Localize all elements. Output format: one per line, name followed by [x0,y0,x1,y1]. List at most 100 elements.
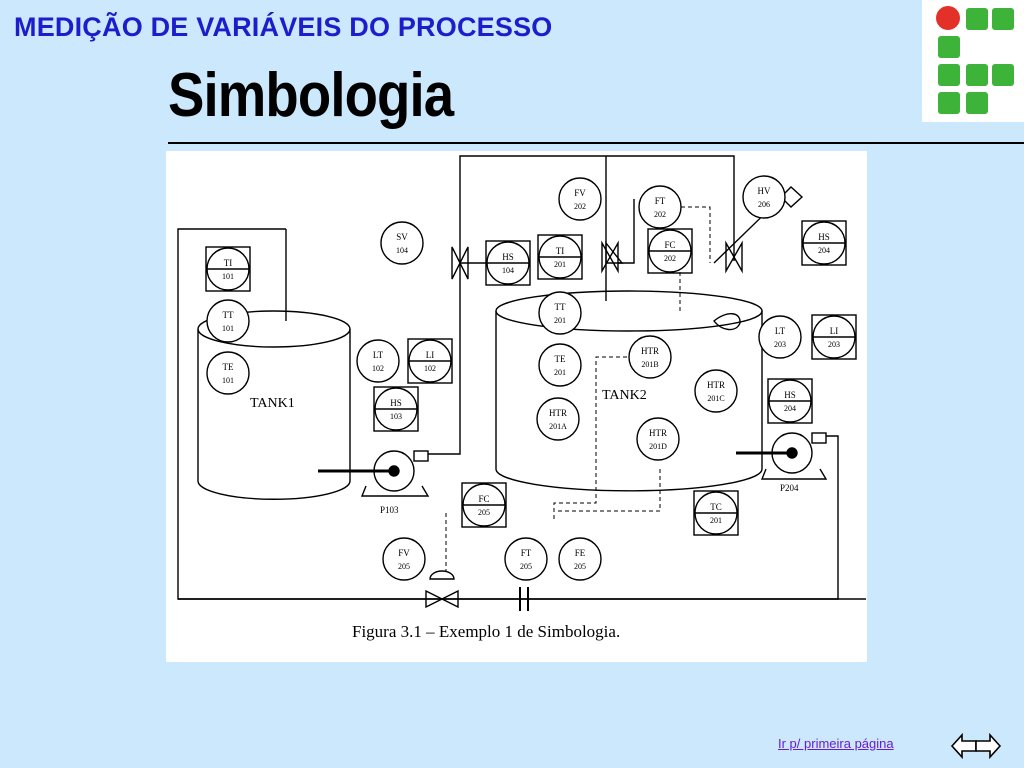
instrument-number: 204 [818,246,830,255]
instrument-number: 201B [641,360,658,369]
instrument-hs-103: HS 103 [373,386,419,432]
instrument-tag: SV [396,232,408,242]
instrument-tag: FE [575,548,586,558]
instrument-htr-201b: HTR 201B [628,335,672,379]
instrument-te-201: TE 201 [538,343,582,387]
instrument-tag: HS [502,252,514,262]
valves [425,240,743,611]
instrument-number: 205 [478,508,490,517]
instrument-number: 201C [707,394,724,403]
pump-p103-label: P103 [380,505,399,515]
first-page-link[interactable]: Ir p/ primeira página [778,736,894,751]
instrument-tag: FV [574,188,586,198]
tank1-label: TANK1 [250,396,295,411]
instrument-ti-101: TI 101 [205,246,251,292]
instrument-tag: HTR [649,428,667,438]
instrument-tag: HS [818,232,830,242]
instrument-htr-201a: HTR 201A [536,397,580,441]
instrument-ti-201: TI 201 [537,234,583,280]
logo-red-dot [936,6,960,30]
instrument-number: 201 [554,368,566,377]
instrument-li-203: LI 203 [811,314,857,360]
instrument-fc-202: FC 202 [647,228,693,274]
instrument-htr-201c: HTR 201C [694,369,738,413]
instrument-number: 104 [396,246,408,255]
instrument-number: 206 [758,200,770,209]
pid-diagram: TANK1 TANK2 P103 P204 [177,155,866,641]
instrument-number: 205 [574,562,586,571]
ifsc-logo-icon [922,0,1024,122]
instrument-tc-201: TC 201 [693,490,739,536]
instrument-tt-101: TT 101 [206,299,250,343]
instrument-number: 102 [424,364,436,373]
instrument-number: 203 [828,340,840,349]
instrument-tag: HS [390,398,402,408]
instrument-lt-203: LT 203 [758,315,802,359]
instrument-tag: TT [223,310,234,320]
instrument-number: 102 [372,364,384,373]
instrument-fv-205: FV 205 [382,537,426,581]
figure-caption: Figura 3.1 – Exemplo 1 de Simbologia. [352,622,620,641]
instrument-number: 201A [549,422,567,431]
instrument-tag: HTR [549,408,567,418]
pump-p204: P204 [736,432,828,493]
instrument-tag: FC [478,494,489,504]
instrument-number: 101 [222,272,234,281]
tank1: TANK1 [197,310,351,500]
instrument-number: 202 [664,254,676,263]
instrument-number: 204 [784,404,796,413]
instrument-number: 101 [222,376,234,385]
instrument-li-102: LI 102 [407,338,453,384]
instrument-number: 201 [554,260,566,269]
instrument-number: 201 [710,516,722,525]
instrument-tag: LI [426,350,435,360]
instrument-hs-204: HS 204 [767,378,813,424]
instrument-number: 104 [502,266,514,275]
instrument-tag: LI [830,326,839,336]
instrument-tag: LT [775,326,786,336]
instrument-tag: FV [398,548,410,558]
instrument-number: 103 [390,412,402,421]
instrument-lt-102: LT 102 [356,339,400,383]
instrument-hs-204: HS 204 [801,220,847,266]
instrument-te-101: TE 101 [206,351,250,395]
instrument-tag: HTR [641,346,659,356]
instrument-bubbles: TI101TT101TE101SV104HS104LT102LI102HS103… [205,175,857,581]
pid-diagram-figure: TANK1 TANK2 P103 P204 [166,151,867,662]
instrument-htr-201d: HTR 201D [636,417,680,461]
instrument-tag: TC [710,502,722,512]
pump-p103: P103 [318,450,430,515]
instrument-tag: TI [224,258,233,268]
instrument-number: 201D [649,442,667,451]
instrument-tag: TE [223,362,234,372]
instrument-number: 205 [398,562,410,571]
title-divider [168,142,1024,144]
instrument-tag: FT [655,196,666,206]
instrument-number: 203 [774,340,786,349]
instrument-number: 201 [554,316,566,325]
instrument-tag: LT [373,350,384,360]
process-lines [177,155,866,600]
instrument-tag: HS [784,390,796,400]
section-topic: MEDIÇÃO DE VARIÁVEIS DO PROCESSO [14,12,553,42]
tank2: TANK2 [495,290,763,492]
instrument-number: 101 [222,324,234,333]
back-forward-arrows-icon[interactable] [950,731,1002,761]
page-title: Simbologia [168,61,454,130]
instrument-number: 202 [574,202,586,211]
instrument-hs-104: HS 104 [485,240,531,286]
instrument-tag: TI [556,246,565,256]
instrument-fe-205: FE 205 [558,537,602,581]
instrument-fv-202: FV 202 [558,177,602,221]
instrument-tag: HTR [707,380,725,390]
instrument-tag: TE [555,354,566,364]
instrument-fc-205: FC 205 [461,482,507,528]
pump-p204-label: P204 [780,483,799,493]
instrument-tag: FC [664,240,675,250]
instrument-sv-104: SV 104 [380,221,424,265]
instrument-tag: FT [521,548,532,558]
